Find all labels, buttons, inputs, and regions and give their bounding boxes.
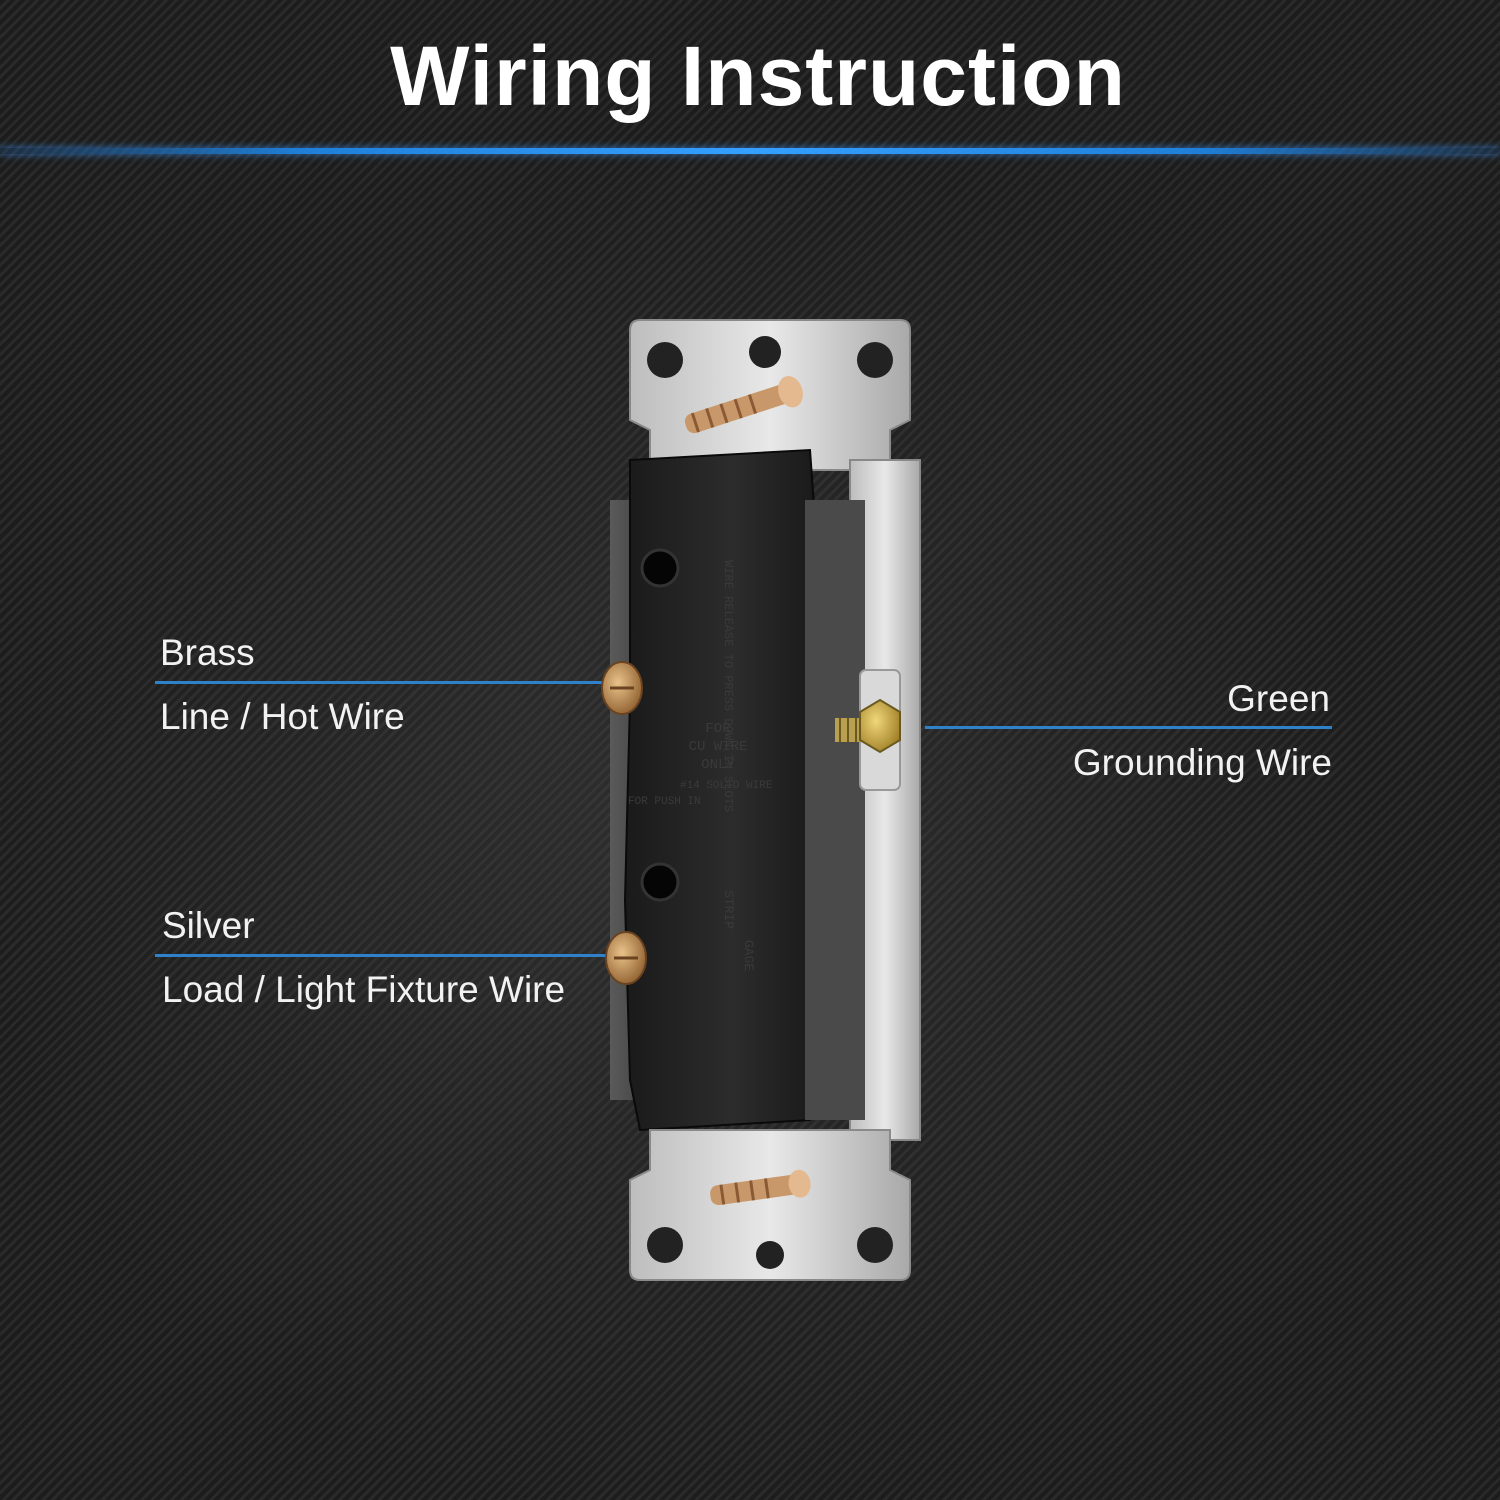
top-mounting-screw bbox=[684, 376, 803, 434]
green-description: Grounding Wire bbox=[1072, 742, 1332, 783]
silver-leader-line bbox=[155, 954, 607, 957]
gage-marking: GAGE bbox=[741, 940, 756, 971]
bottom-mounting-screw bbox=[710, 1169, 811, 1206]
solid-wire-marking: #14 SOLID WIRE bbox=[680, 780, 773, 792]
light-switch-illustration: WIRE RELEASE TO PRESS DOWN IN SLOTS FOR … bbox=[601, 319, 921, 1281]
green-leader-line bbox=[925, 726, 1332, 729]
brass-terminal-screw bbox=[601, 661, 643, 715]
release-marking: WIRE RELEASE TO PRESS DOWN IN SLOTS bbox=[721, 560, 735, 812]
silver-description: Load / Light Fixture Wire bbox=[162, 969, 566, 1010]
brass-leader-line bbox=[155, 681, 605, 684]
green-ground-screw bbox=[835, 669, 901, 791]
cu-wire-marking-3: ONLY bbox=[701, 757, 735, 773]
push-in-marking: FOR PUSH IN bbox=[628, 796, 701, 808]
green-label: Green bbox=[1227, 678, 1330, 719]
silver-terminal-screw bbox=[605, 931, 647, 985]
push-in-hole-top bbox=[640, 548, 680, 588]
title-divider bbox=[0, 148, 1500, 154]
push-in-hole-bottom bbox=[640, 862, 680, 902]
bottom-mounting-strap bbox=[629, 1129, 911, 1281]
switch-side-panel bbox=[805, 500, 865, 1120]
page-title: Wiring Instruction bbox=[390, 29, 1126, 123]
cu-wire-marking-2: CU WIRE bbox=[689, 739, 748, 755]
cu-wire-marking-1: FOR bbox=[705, 721, 731, 737]
brass-description: Line / Hot Wire bbox=[160, 696, 405, 737]
brass-label: Brass bbox=[160, 632, 255, 673]
strip-marking: STRIP bbox=[721, 890, 736, 929]
silver-label: Silver bbox=[162, 905, 255, 946]
